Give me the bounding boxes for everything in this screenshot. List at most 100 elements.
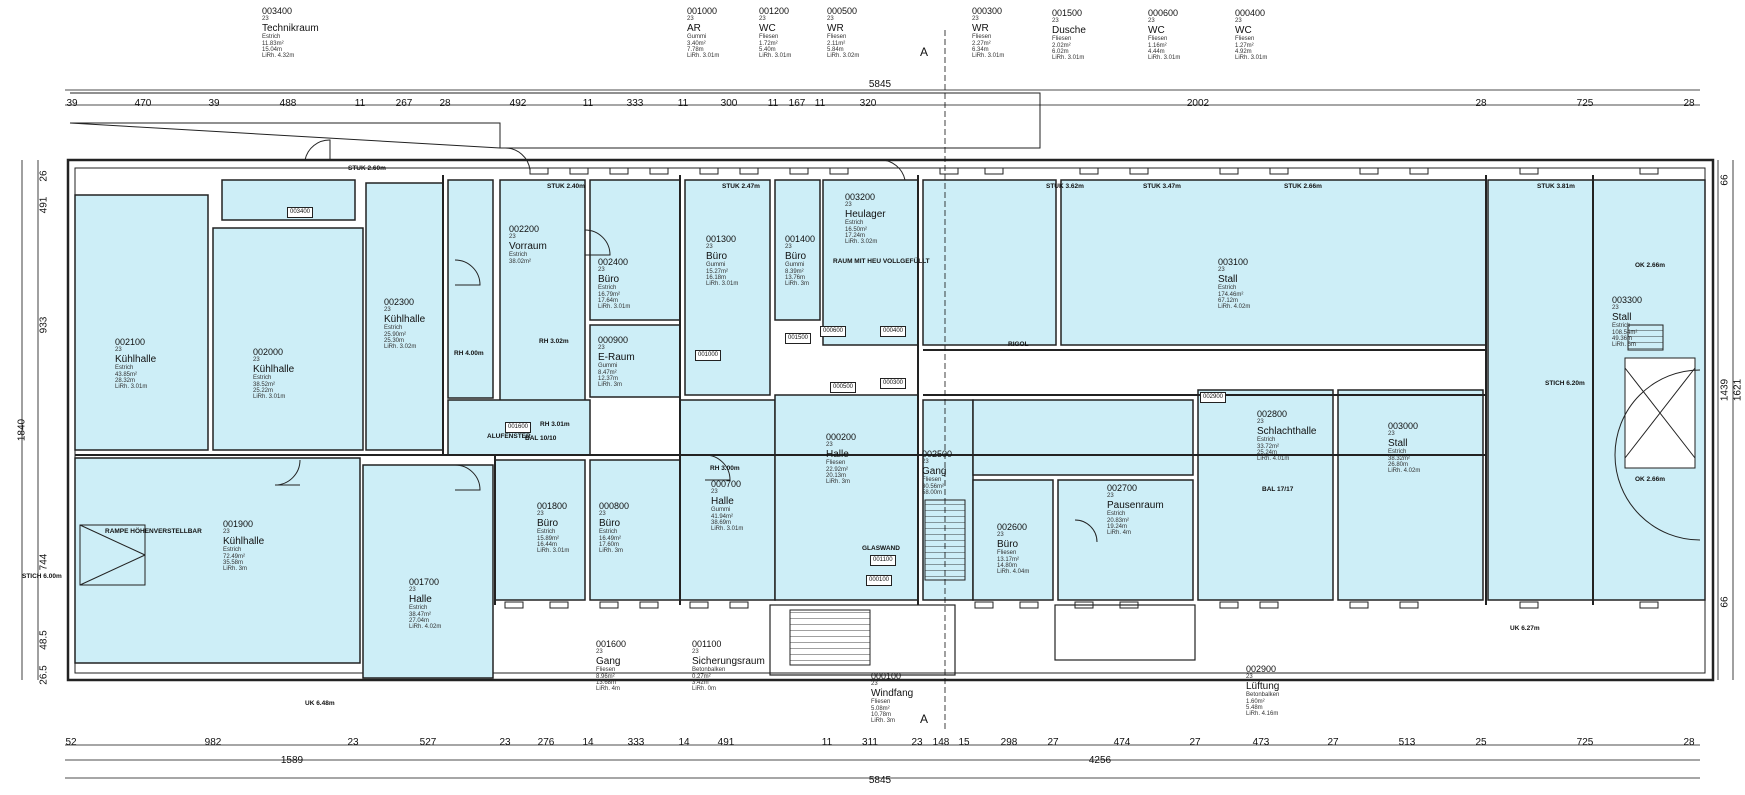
- bottom-dim-seg: 15: [958, 737, 970, 748]
- room-003100: [1060, 179, 1487, 346]
- top-dim-seg: 11: [814, 98, 826, 109]
- top-dim-seg: 300: [720, 98, 738, 109]
- bottom-dim-seg: 982: [204, 737, 222, 748]
- bottom-dim-total: 5845: [868, 775, 892, 786]
- annotation: BAL 17/17: [1262, 486, 1294, 493]
- room-000800: [589, 459, 681, 601]
- room-001800: [494, 459, 586, 601]
- bottom-dim-seg: 513: [1398, 737, 1416, 748]
- bottom-dim-seg: 311: [862, 737, 878, 748]
- room-001900: [74, 457, 361, 664]
- top-dim-seg: 320: [859, 98, 877, 109]
- room-002700: [1057, 479, 1194, 601]
- top-dim-seg: 11: [767, 98, 779, 109]
- annotation: OK 2.66m: [1635, 476, 1665, 483]
- lower-annex: [769, 604, 1196, 676]
- room-fills: [74, 179, 1706, 679]
- left-dim: 1840: [16, 418, 28, 442]
- bottom-dim-seg: 148: [932, 737, 950, 748]
- annotation: STUK 3.47m: [1143, 183, 1181, 190]
- room-002100: [74, 194, 209, 451]
- room-000900: [589, 324, 681, 398]
- left-dim: 26: [38, 170, 50, 182]
- tag-000500: 000500: [830, 382, 857, 393]
- tag-000400: 000400: [880, 326, 907, 337]
- annotation: STUK 2.66m: [1284, 183, 1322, 190]
- bottom-dim-subtotal: 1589: [280, 755, 304, 766]
- left-dim: 744: [38, 553, 50, 571]
- ramp-symbol: [79, 524, 146, 586]
- tag-001600: 001600: [505, 422, 532, 433]
- annotation: RIGOL: [1008, 341, 1029, 348]
- tag-000600: 000600: [820, 326, 847, 337]
- bottom-dim-seg: 52: [65, 737, 77, 748]
- annotation: ALUFENSTER: [487, 433, 531, 440]
- bottom-dim-seg: 276: [537, 737, 555, 748]
- interior-walls: [75, 175, 1594, 605]
- room-002000: [212, 227, 364, 451]
- annotation: STICH 6.00m: [22, 573, 62, 580]
- top-dim-seg: 11: [354, 98, 366, 109]
- annotation: UK 6.48m: [305, 700, 335, 707]
- annotation: STUK 3.81m: [1537, 183, 1575, 190]
- top-dim-seg: 11: [677, 98, 689, 109]
- annotation: STUK 2.60m: [348, 165, 386, 172]
- annotation: GLASWAND: [862, 545, 900, 552]
- bottom-dim-subtotal: 4256: [1088, 755, 1112, 766]
- annotation: STUK 3.62m: [1046, 183, 1084, 190]
- room-003000: [1337, 389, 1484, 601]
- bottom-dim-seg: 27: [1189, 737, 1201, 748]
- room-002300: [365, 182, 444, 451]
- top-dim-seg: 333: [626, 98, 644, 109]
- top-dim-seg: 2002: [1186, 98, 1210, 109]
- room-003100-west: [922, 179, 1057, 346]
- tag-000100: 000100: [866, 575, 893, 586]
- bottom-dim-seg: 25: [1475, 737, 1487, 748]
- room-000700: [679, 399, 776, 601]
- room-002600: [972, 479, 1054, 601]
- right-dim: 1439: [1719, 378, 1731, 402]
- room-002800: [1197, 389, 1334, 601]
- top-dim-seg: 28: [1683, 98, 1695, 109]
- room-001700: [362, 464, 494, 679]
- stair-windfang: [789, 609, 871, 666]
- top-dim-seg: 28: [439, 98, 451, 109]
- annotation: BAL 10/10: [525, 435, 557, 442]
- bottom-dim-seg: 474: [1113, 737, 1131, 748]
- bottom-dim-seg: 28: [1683, 737, 1695, 748]
- room-002400: [589, 179, 681, 321]
- bottom-dim-seg: 473: [1252, 737, 1270, 748]
- left-dim: 491: [38, 196, 50, 214]
- bottom-dim-seg: 491: [717, 737, 735, 748]
- annotation: RAMPE HÖHENVERSTELLBAR: [105, 528, 202, 535]
- tag-003400: 003400: [287, 207, 314, 218]
- tag-000300: 000300: [880, 378, 907, 389]
- top-dim-seg: 39: [208, 98, 220, 109]
- bottom-dim-seg: 333: [627, 737, 645, 748]
- bottom-dim-seg: 725: [1576, 737, 1594, 748]
- bottom-dim-seg: 14: [582, 737, 594, 748]
- bottom-dim-seg: 27: [1327, 737, 1339, 748]
- right-dim: 1621: [1732, 378, 1744, 402]
- left-dim: 933: [38, 316, 50, 334]
- left-dim: 48.5: [38, 630, 50, 650]
- top-dim-seg: 39: [66, 98, 78, 109]
- bottom-dim-seg: 527: [419, 737, 437, 748]
- annotation: STUK 2.47m: [722, 183, 760, 190]
- tag-001100: 001100: [870, 555, 896, 566]
- room-corridor-a: [447, 179, 494, 399]
- top-dim-seg: 492: [509, 98, 527, 109]
- top-dim-seg: 488: [279, 98, 297, 109]
- bottom-dim-seg: 23: [911, 737, 923, 748]
- top-dim-seg: 167: [788, 98, 806, 109]
- left-dim: 26.5: [38, 665, 50, 685]
- top-dim-total: 5845: [868, 79, 892, 90]
- stair-right: [1624, 324, 1696, 469]
- annotation: RH 4.00m: [454, 350, 484, 357]
- annotation: RH 3.00m: [710, 465, 740, 472]
- top-dim-seg: 470: [134, 98, 152, 109]
- top-dim-seg: 28: [1475, 98, 1487, 109]
- bottom-dim-seg: 27: [1047, 737, 1059, 748]
- bottom-dim-seg: 14: [678, 737, 690, 748]
